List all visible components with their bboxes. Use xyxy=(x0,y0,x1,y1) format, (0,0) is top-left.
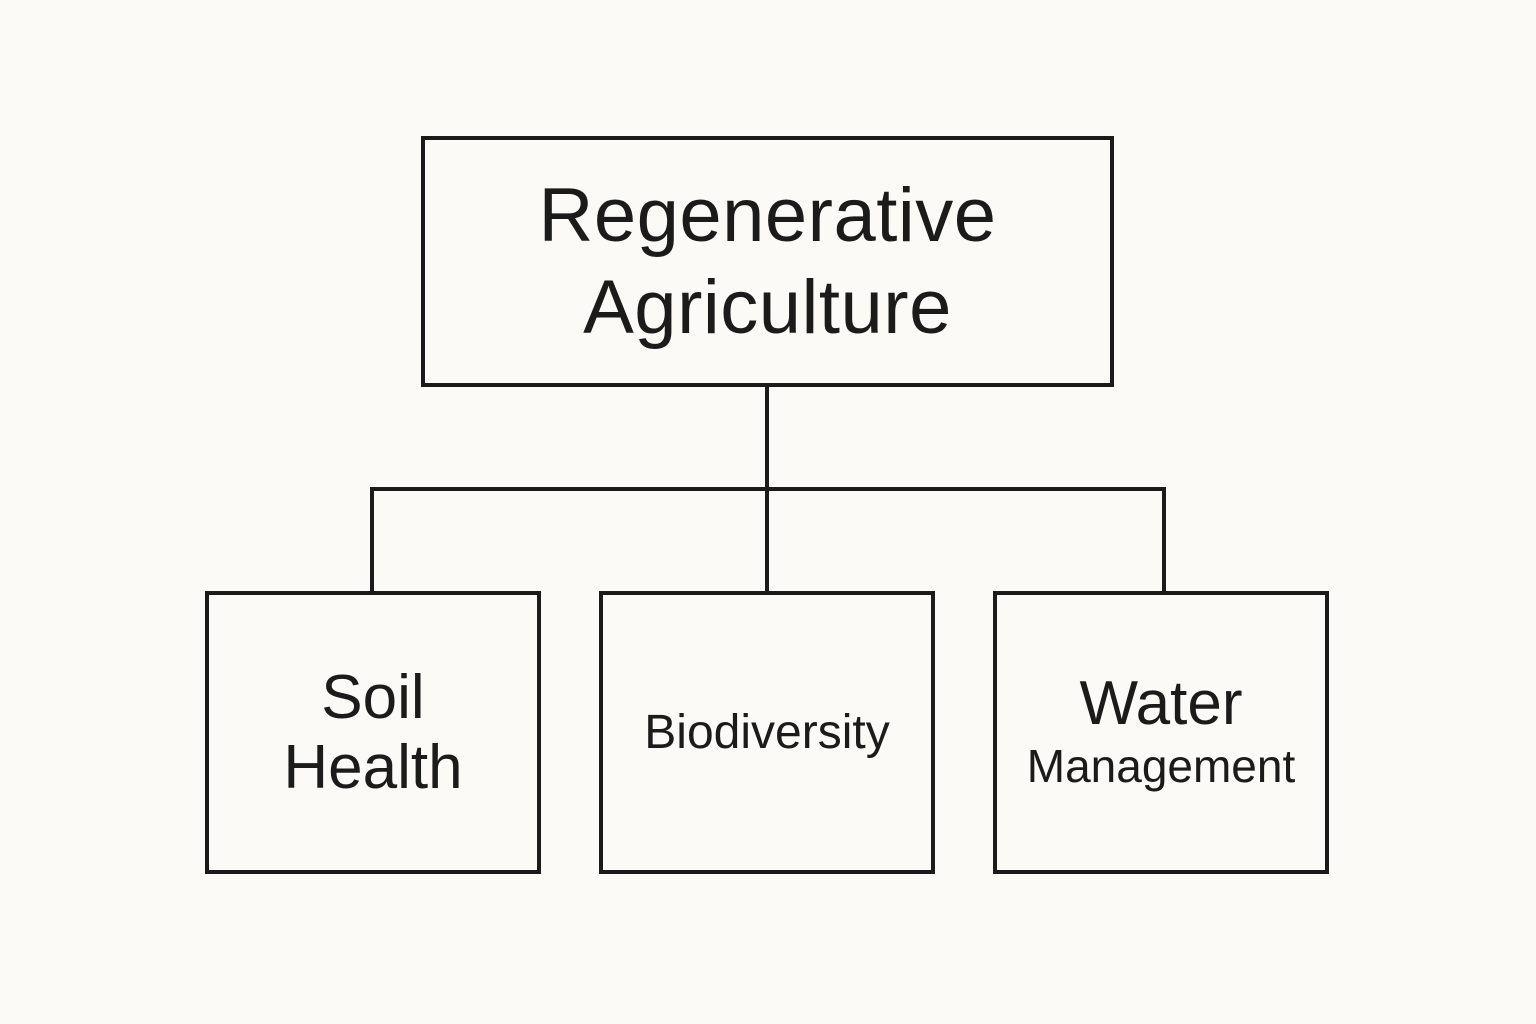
water-management-label-line-2: Management xyxy=(1026,739,1296,792)
root-node-regenerative-agriculture: Regenerative Agriculture xyxy=(421,136,1114,387)
child-node-biodiversity: Biodiversity xyxy=(599,591,935,874)
root-label-line-1: Regenerative xyxy=(538,172,997,258)
soil-health-label-line-2: Health xyxy=(283,732,463,802)
water-management-label-line-1: Water xyxy=(1079,668,1243,738)
root-label-line-2: Agriculture xyxy=(583,264,952,350)
biodiversity-label: Biodiversity xyxy=(644,705,890,759)
soil-health-label-line-1: Soil xyxy=(321,662,425,732)
child-node-water-management: Water Management xyxy=(993,591,1329,874)
child-node-soil-health: Soil Health xyxy=(205,591,541,874)
